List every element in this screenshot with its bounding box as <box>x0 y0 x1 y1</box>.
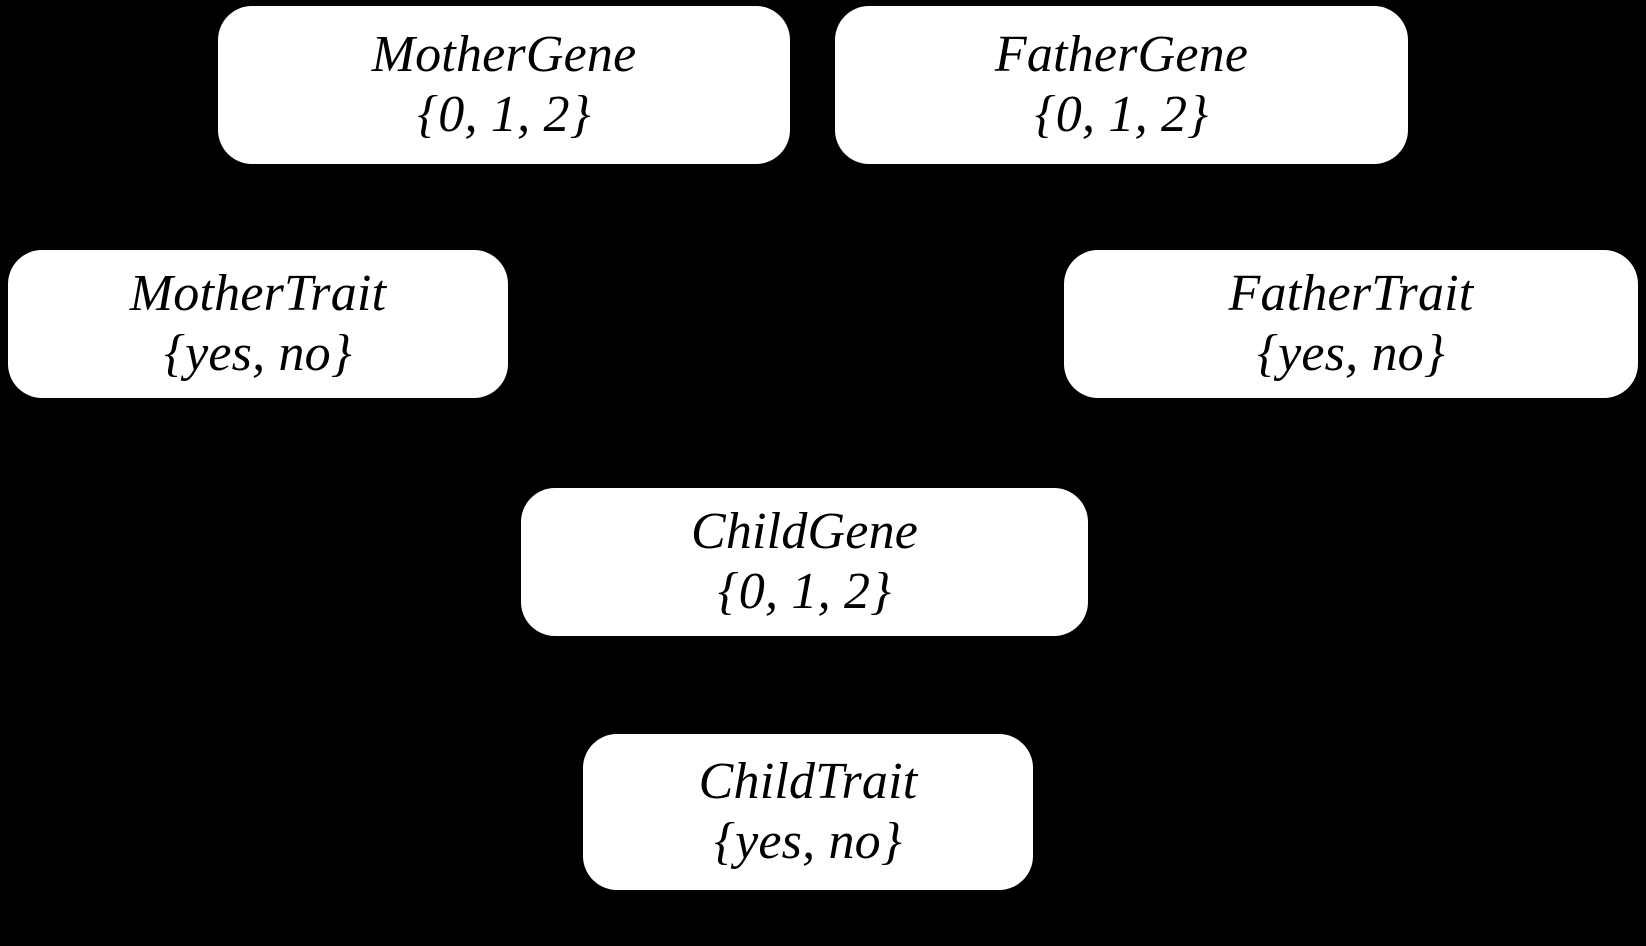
node-father-trait-domain: {yes, no} <box>1257 325 1445 382</box>
node-father-gene-title: FatherGene <box>994 25 1249 83</box>
node-mother-gene-title: MotherGene <box>371 25 637 83</box>
node-father-gene-domain: {0, 1, 2} <box>1034 86 1209 143</box>
node-father-gene[interactable]: FatherGene {0, 1, 2} <box>835 6 1408 164</box>
node-child-trait-domain: {yes, no} <box>714 813 902 870</box>
node-mother-gene-domain: {0, 1, 2} <box>417 86 591 143</box>
node-child-trait-title: ChildTrait <box>698 752 918 810</box>
node-mother-trait[interactable]: MotherTrait {yes, no} <box>8 250 508 398</box>
node-child-gene-title: ChildGene <box>690 502 919 560</box>
node-mother-trait-title: MotherTrait <box>129 264 387 322</box>
node-child-trait[interactable]: ChildTrait {yes, no} <box>583 734 1033 890</box>
node-father-trait[interactable]: FatherTrait {yes, no} <box>1064 250 1638 398</box>
node-father-trait-title: FatherTrait <box>1228 264 1474 322</box>
node-mother-gene[interactable]: MotherGene {0, 1, 2} <box>218 6 790 164</box>
node-child-gene[interactable]: ChildGene {0, 1, 2} <box>521 488 1088 636</box>
node-mother-trait-domain: {yes, no} <box>164 325 352 382</box>
node-child-gene-domain: {0, 1, 2} <box>717 563 892 620</box>
